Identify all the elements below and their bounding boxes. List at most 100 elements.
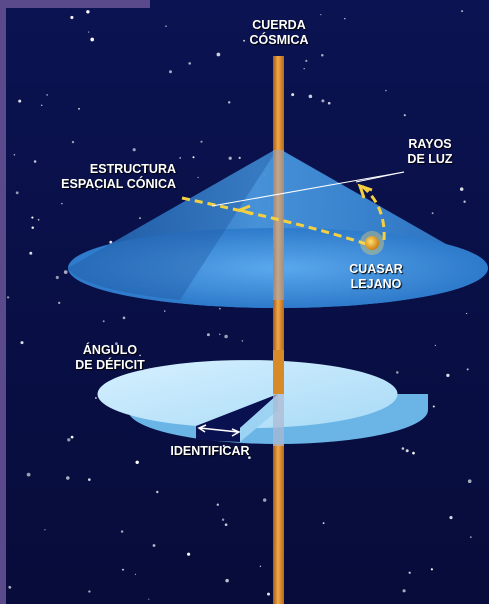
star: [469, 536, 472, 538]
left-side-bar: [0, 0, 6, 604]
star: [87, 478, 91, 481]
star: [40, 104, 43, 107]
light-rays-label-line2: DE LUZ: [407, 152, 453, 166]
star: [156, 490, 159, 494]
quasar-icon: [360, 231, 384, 255]
star: [102, 320, 105, 323]
cosmic-string-rod: [273, 56, 284, 604]
star: [327, 101, 331, 105]
star: [320, 13, 322, 16]
star: [139, 354, 141, 357]
star: [165, 25, 167, 27]
star: [88, 590, 91, 593]
star: [305, 59, 308, 63]
star: [152, 544, 156, 547]
star: [164, 310, 166, 312]
star: [241, 340, 244, 342]
star: [169, 70, 172, 74]
star: [115, 342, 118, 346]
star: [385, 89, 387, 92]
light-rays-label: RAYOS DE LUZ: [396, 137, 464, 167]
star: [8, 585, 12, 589]
cosmic-string-label-line2: CÓSMICA: [249, 33, 309, 47]
star: [466, 368, 469, 371]
star: [197, 176, 199, 179]
deficit-angle-label-line1: ÁNGULO: [82, 343, 138, 357]
star: [430, 568, 433, 571]
star: [66, 476, 70, 480]
star: [446, 373, 450, 378]
star: [95, 397, 97, 399]
top-left-tab: [0, 0, 150, 8]
star: [216, 503, 219, 506]
star: [192, 156, 195, 159]
star: [243, 39, 246, 42]
quasar-label-line1: CUASAR: [349, 262, 403, 276]
cosmic-string-in-disk: [273, 350, 284, 446]
star: [148, 598, 150, 600]
light-rays-label-line1: RAYOS: [408, 137, 452, 151]
star: [13, 154, 16, 156]
star: [15, 191, 19, 195]
star: [70, 435, 74, 439]
star: [200, 140, 203, 143]
star: [67, 438, 71, 442]
cone-shading: [68, 148, 278, 300]
deficit-angle-label-line2: DE DÉFICIT: [75, 358, 145, 372]
star: [321, 99, 325, 103]
deficit-angle-label: ÁNGULO DE DÉFICIT: [60, 343, 160, 373]
star: [33, 160, 37, 163]
light-ray-path: [181, 196, 367, 246]
star: [46, 94, 48, 96]
star: [224, 334, 228, 339]
cone-structure-label: ESTRUCTURA ESPACIAL CÓNICA: [6, 162, 176, 192]
star: [403, 114, 406, 117]
disk-top: [97, 360, 398, 429]
star: [222, 444, 225, 447]
star: [449, 516, 453, 520]
star: [187, 552, 191, 556]
star: [6, 296, 10, 299]
quasar-label-line2: LEJANO: [350, 277, 402, 291]
star: [70, 15, 74, 20]
star: [219, 333, 221, 335]
star: [434, 344, 437, 347]
star: [71, 140, 75, 144]
star: [37, 218, 40, 221]
star: [432, 405, 435, 408]
star: [408, 571, 411, 574]
star: [259, 565, 262, 568]
star: [308, 94, 313, 99]
star: [402, 589, 406, 593]
star: [18, 99, 22, 103]
star: [263, 498, 267, 502]
star: [344, 17, 346, 20]
star: [87, 31, 90, 33]
star: [412, 451, 415, 455]
star: [179, 156, 182, 159]
star: [221, 518, 225, 521]
disk-cut-face: [240, 394, 278, 442]
cone-structure-label-line1: ESTRUCTURA: [89, 162, 176, 176]
star: [188, 62, 191, 65]
star: [44, 529, 46, 531]
star: [267, 592, 270, 596]
identify-double-arrow: [197, 424, 241, 437]
light-ray-arrow-up: [357, 183, 373, 199]
cosmic-string-highlight: [273, 350, 284, 394]
star: [58, 301, 61, 305]
star: [431, 212, 434, 215]
star: [138, 217, 142, 220]
star: [321, 53, 324, 57]
cone-structure-label-line2: ESPACIAL CÓNICA: [61, 177, 176, 191]
star: [31, 216, 34, 219]
star: [459, 187, 464, 191]
star: [122, 568, 124, 571]
star: [206, 333, 210, 337]
star: [322, 522, 325, 524]
star: [120, 530, 124, 533]
star: [291, 93, 295, 97]
identify-label: IDENTIFICAR: [160, 444, 260, 459]
cosmic-string-label-line1: CUERDA: [252, 18, 306, 32]
